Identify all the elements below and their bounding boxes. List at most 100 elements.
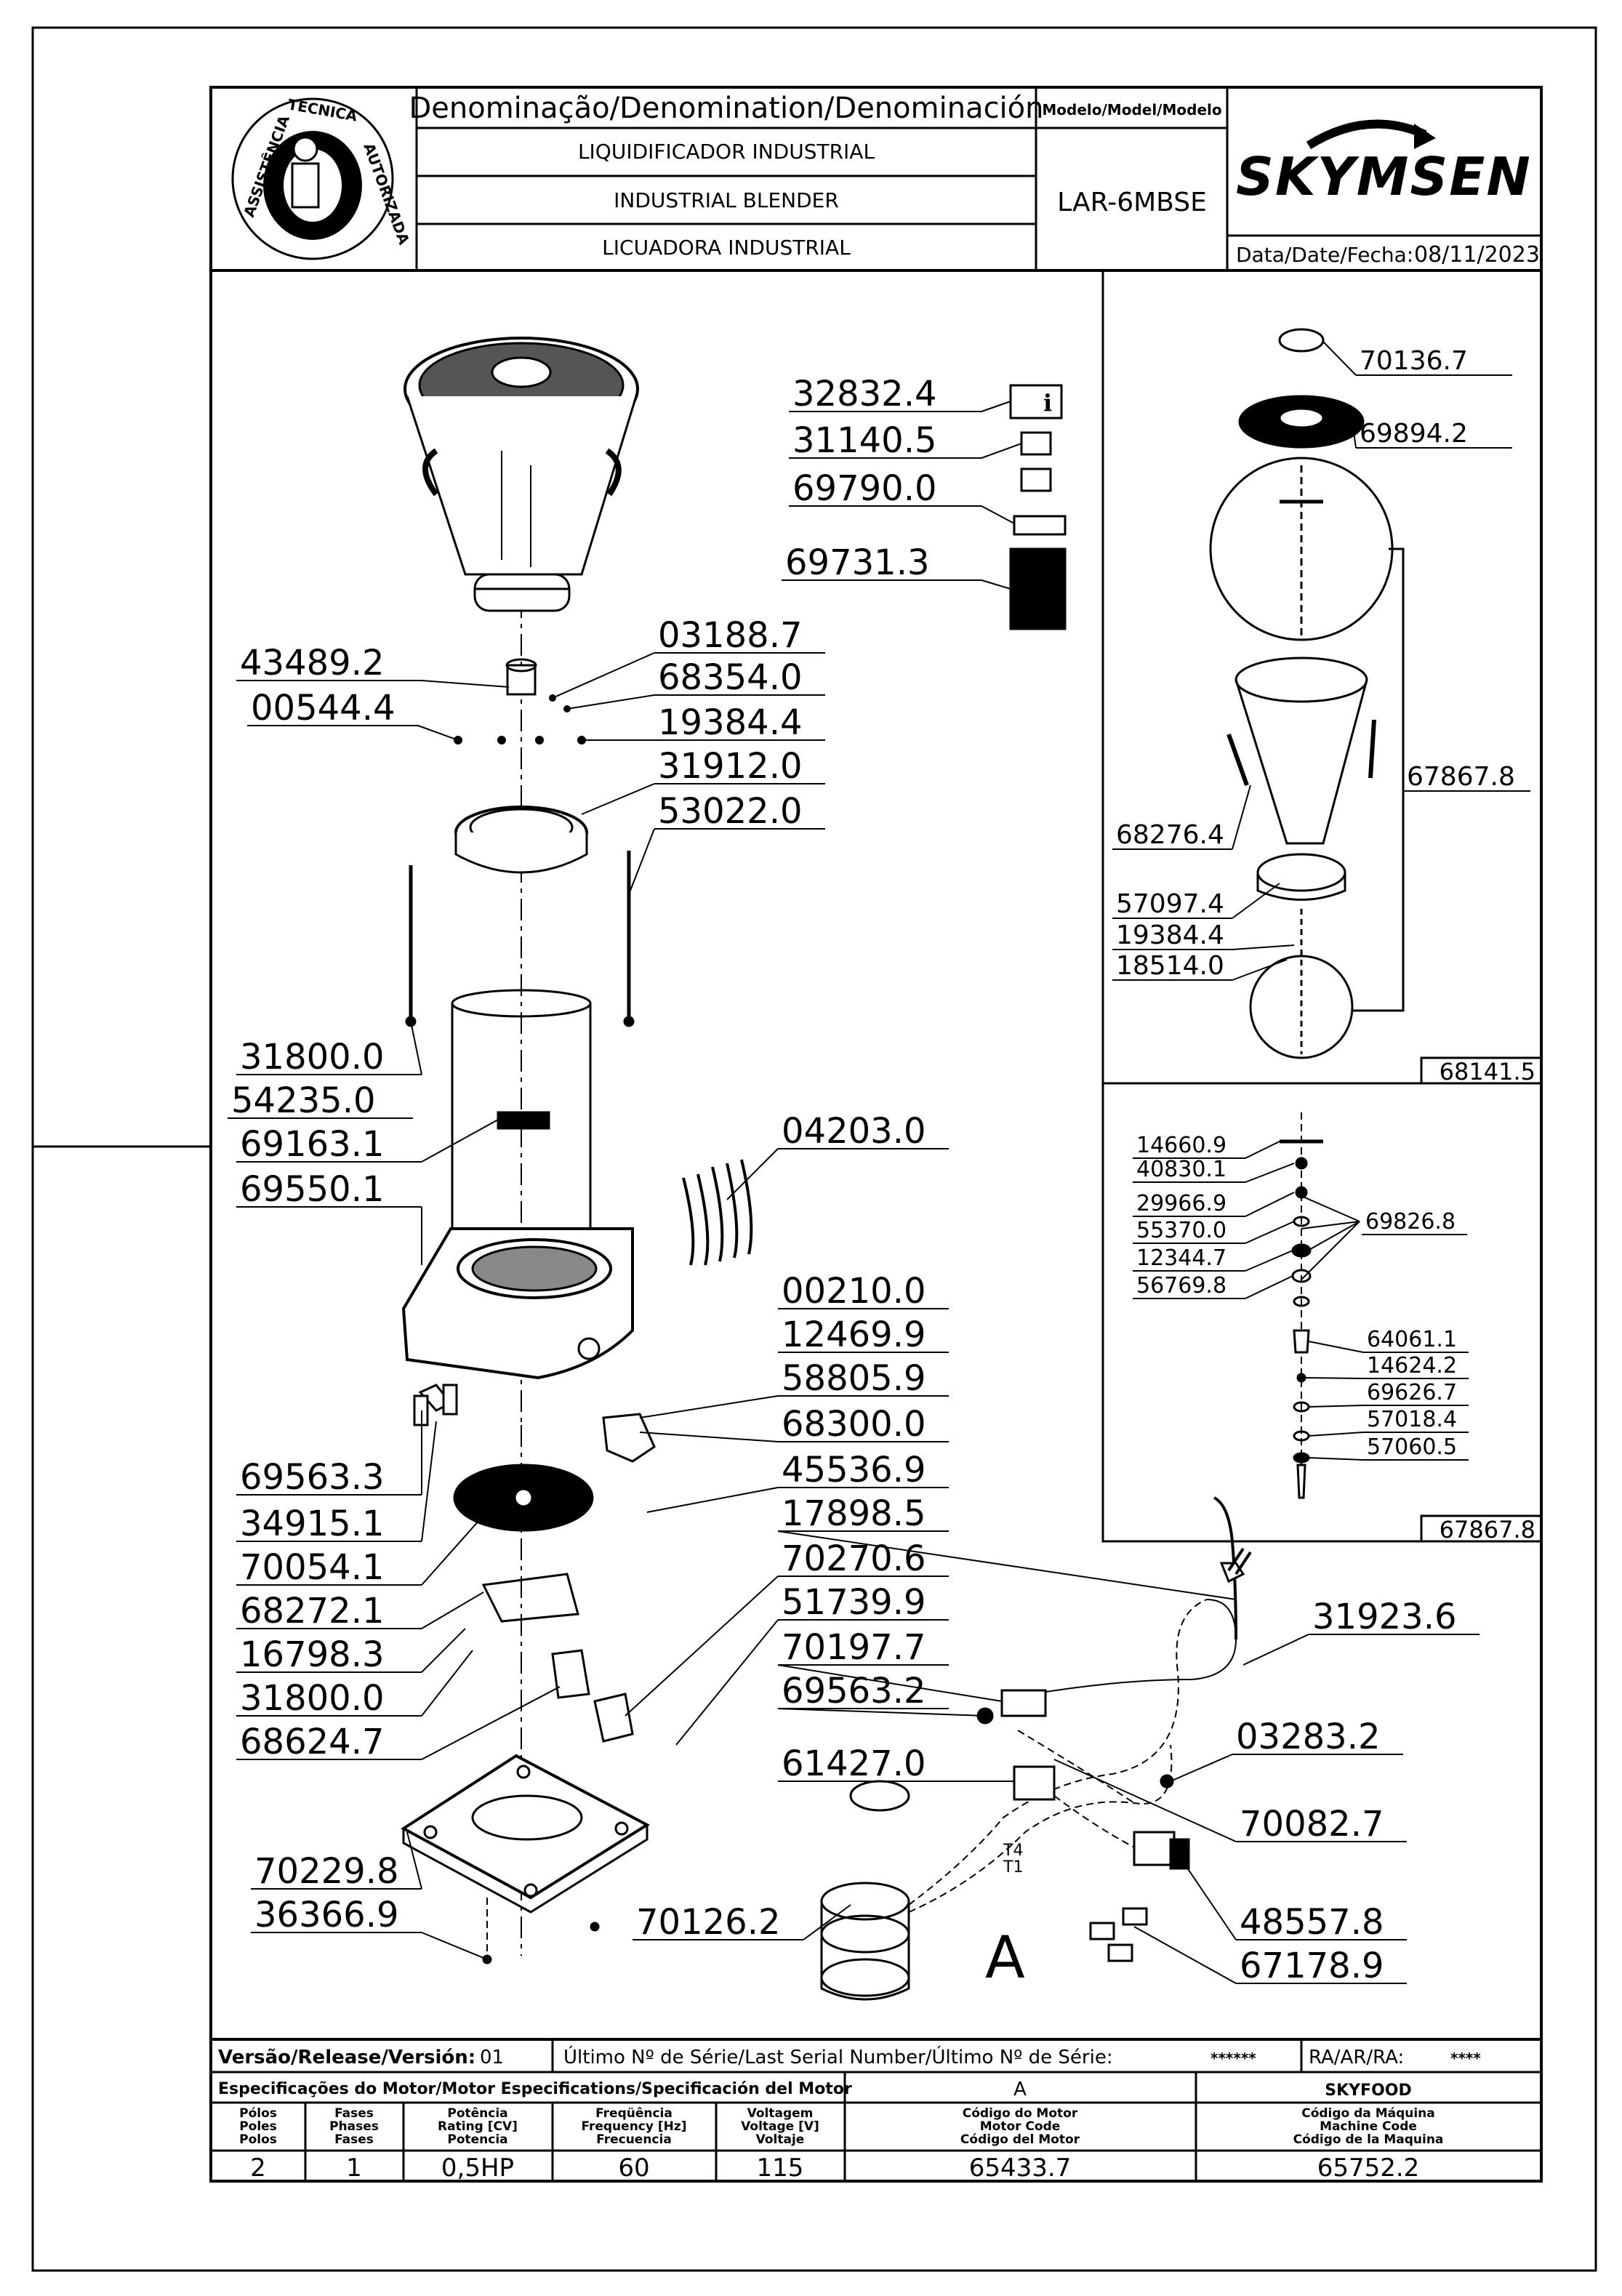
part-number-label: 57097.4 [1116,889,1224,919]
leader-line [1232,959,1288,981]
date-label: Data/Date/Fecha: [1236,243,1413,267]
part-number-label: 69894.2 [1360,419,1468,449]
sheet-border [31,26,1597,2272]
h-freq-pt: Freqüência [595,2106,673,2121]
sticker-icon [1013,515,1067,536]
leader-line [803,1904,851,1940]
leader-line [421,1650,473,1717]
h-voltage-en: Voltage [V] [741,2119,819,2134]
leader-line [566,694,655,710]
part-number-label: 14624.2 [1367,1353,1457,1378]
part-number-label: 68272.1 [240,1591,385,1631]
leader-line [1232,784,1251,850]
leader-line [1245,1275,1293,1299]
part-number-label: 17898.5 [782,1493,926,1534]
leader-line [421,1591,484,1629]
leader-line [981,505,1015,524]
part-number-label: 70054.1 [240,1547,385,1588]
part-number-label: 14660.9 [1136,1133,1226,1158]
switch-bracket [602,1413,656,1463]
leader-line [1308,1457,1364,1461]
wire-label-t1: T1 [1003,1858,1023,1876]
leader-line [726,1148,779,1200]
part-number-label: 51739.9 [782,1582,926,1623]
part-number-label: 56769.8 [1136,1273,1226,1298]
part-number-label: 57060.5 [1367,1434,1457,1460]
h-machine-code-es: Código de la Maquina [1293,2132,1444,2147]
jar-illustration [404,337,639,612]
leader-line [1133,1926,1237,1984]
part-number-label: 68624.7 [240,1722,385,1762]
part-number-label: 64061.1 [1367,1327,1457,1352]
motor-illustration [820,1780,910,2001]
document-icons: i [1009,384,1067,630]
leader-line [1308,1432,1364,1437]
part-number-label: 31800.0 [240,1037,385,1077]
part-number-label: 40830.1 [1136,1157,1226,1182]
part-number-label: 69790.0 [792,468,937,509]
part-number-label: 70082.7 [1240,1804,1384,1845]
detail-marker: A [985,1924,1025,1991]
connector-set [1089,1907,1148,1962]
leader-line [625,1576,779,1717]
leader-line [1308,1341,1364,1353]
h-phases-en: Phases [329,2119,379,2134]
leader-line [646,1487,779,1513]
part-number-label: 31800.0 [240,1678,385,1719]
part-number-label: 69731.3 [785,542,930,583]
leader-line [639,1432,779,1442]
leader-line [552,652,655,699]
h-poles-pt: Pólos [239,2106,277,2121]
part-number-label: 43489.2 [240,643,385,683]
leader-line [1245,1163,1295,1183]
date-value: 08/11/2023 [1414,242,1540,268]
leader-line [777,1530,1237,1600]
part-number-label: 04203.0 [782,1111,926,1152]
v-voltage: 115 [757,2153,804,2183]
leader-line [1232,883,1280,919]
h-machine-code-pt: Código da Máquina [1301,2106,1435,2121]
leader-line [1352,421,1357,449]
leader-line [981,401,1011,412]
wiring-harness [908,1496,1237,1913]
h-poles-es: Polos [239,2132,277,2147]
leader-line [981,579,1011,590]
part-number-label: 03283.2 [1236,1717,1381,1757]
leader-line [1245,1192,1295,1217]
coupling-parts [454,658,588,874]
label-icon-1 [1020,431,1052,456]
part-number-label: 67867.8 [1407,762,1515,792]
leader-line [777,1664,1003,1702]
leader-line [1322,341,1357,376]
part-number-label: 69826.8 [1365,1209,1456,1235]
footer-table [211,2038,1541,2181]
h-phases-es: Fases [334,2132,374,2147]
coupling-clamp [551,1649,590,1699]
leader-line [1177,1853,1237,1940]
h-rating-en: Rating [CV] [438,2119,518,2134]
skymsen-logo: SKYMSEN [1236,119,1530,207]
blade-box-code: 67867.8 [1440,1516,1535,1544]
leader-line [1170,1754,1233,1782]
leader-line [1245,1250,1293,1272]
h-freq-es: Frecuencia [596,2132,672,2147]
leader-line [581,783,655,815]
h-freq-en: Frequency [Hz] [581,2119,686,2134]
blade-assembly-box [1101,1082,1543,1543]
leader-line [777,1708,986,1717]
main-part-labels: 43489.200544.403188.768354.019384.431912… [228,374,1480,1986]
part-number-label: 70197.7 [782,1627,926,1668]
part-number-label: 29966.9 [1136,1191,1226,1216]
capacitor [1133,1831,1176,1866]
leader-line [1053,1759,1237,1842]
warning-sticker-icon [1009,547,1067,630]
part-number-label: 58805.9 [782,1358,926,1399]
part-number-label: 32832.4 [792,374,937,414]
mounting-plate [481,1573,579,1623]
leader-line [421,1932,488,1960]
version-value: 01 [480,2047,504,2068]
part-number-label: 57018.4 [1367,1407,1457,1432]
h-voltage-pt: Voltagem [747,2106,814,2121]
part-number-label: 31140.5 [792,420,937,461]
